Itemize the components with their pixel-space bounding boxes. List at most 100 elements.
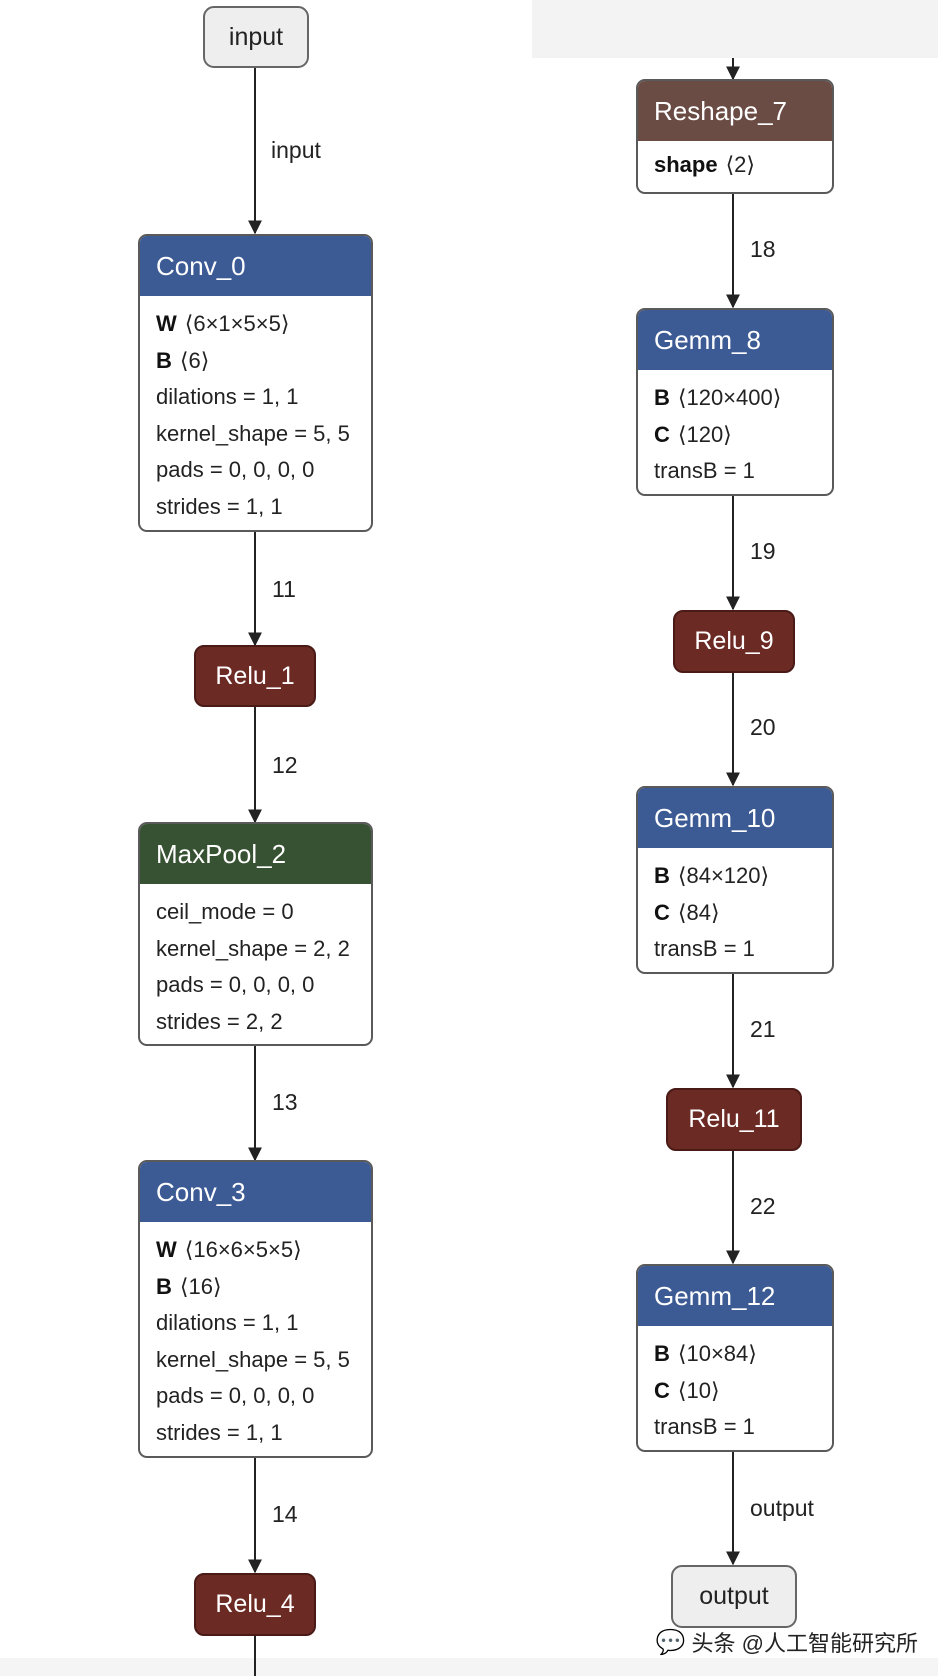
node-title: Conv_3 [140, 1162, 371, 1222]
attribute-value: ⟨10×84⟩ [677, 1341, 757, 1366]
attribute-value: strides = 1, 1 [156, 1419, 283, 1445]
bottom-strip [0, 1658, 938, 1676]
node-title: Gemm_8 [638, 310, 832, 370]
attribute-value: pads = 0, 0, 0, 0 [156, 972, 315, 997]
edge-label-13: 13 [272, 1089, 298, 1115]
attribute-row: dilations = 1, 1 [156, 1305, 371, 1342]
attribute-row: pads = 0, 0, 0, 0 [156, 452, 371, 489]
attribute-value: strides = 2, 2 [156, 1008, 283, 1034]
input-node[interactable]: input [203, 6, 309, 68]
attribute-key: C [654, 1377, 670, 1403]
attribute-row: B ⟨6⟩ [156, 343, 371, 380]
attribute-row: transB = 1 [654, 931, 832, 968]
attribute-value: kernel_shape = 2, 2 [156, 935, 350, 961]
watermark-text: 头条 @人工智能研究所 [691, 1631, 918, 1656]
attribute-row: kernel_shape = 5, 5 [156, 1342, 371, 1379]
node-relu-9[interactable]: Relu_9 [673, 610, 795, 673]
attribute-row: strides = 2, 2 [156, 1004, 371, 1041]
attribute-key: B [654, 1341, 670, 1366]
edge-label-19: 19 [750, 538, 776, 564]
edge-label-14: 14 [272, 1501, 298, 1527]
node-reshape-7[interactable]: Reshape_7 shape ⟨2⟩ [636, 79, 834, 194]
output-node[interactable]: output [671, 1565, 797, 1628]
node-title: Conv_0 [140, 236, 371, 296]
attribute-row: C ⟨120⟩ [654, 417, 832, 454]
node-conv-0[interactable]: Conv_0 W⟨6×1×5×5⟩ B ⟨6⟩ dilations = 1, 1 ker… [138, 234, 373, 532]
node-maxpool-2[interactable]: MaxPool_2 ceil_mode = 0 kernel_shape = 2,… [138, 822, 373, 1046]
attribute-key: B [156, 347, 172, 373]
edge-label-input: input [271, 137, 321, 163]
attribute-row: B ⟨16⟩ [156, 1269, 371, 1306]
node-relu-4[interactable]: Relu_4 [194, 1573, 316, 1636]
attribute-row: kernel_shape = 2, 2 [156, 931, 371, 968]
attribute-key: B [156, 1273, 172, 1299]
attribute-value: kernel_shape = 5, 5 [156, 420, 350, 446]
attribute-value: ⟨6×1×5×5⟩ [184, 311, 290, 336]
attribute-row: pads = 0, 0, 0, 0 [156, 967, 371, 1004]
attribute-value: dilations = 1, 1 [156, 1310, 299, 1335]
attribute-row: strides = 1, 1 [156, 489, 371, 526]
node-gemm-8[interactable]: Gemm_8 B⟨120×400⟩ C ⟨120⟩ transB = 1 [636, 308, 834, 496]
attribute-value: ⟨120×400⟩ [677, 385, 782, 410]
watermark: 💬 头条 @人工智能研究所 [656, 1626, 918, 1658]
attribute-value: ⟨84×120⟩ [677, 863, 770, 888]
attribute-value: transB = 1 [654, 458, 755, 483]
attribute-row: transB = 1 [654, 1409, 832, 1446]
edge-label-22: 22 [750, 1193, 776, 1219]
attribute-row: B ⟨10×84⟩ [654, 1336, 832, 1373]
attribute-key: shape [654, 152, 718, 177]
edge-label-output: output [750, 1495, 814, 1521]
attribute-key: W [156, 1237, 177, 1262]
node-attributes: ceil_mode = 0 kernel_shape = 2, 2 pads = 0… [140, 884, 371, 1044]
attribute-value: transB = 1 [654, 936, 755, 961]
attribute-value: ⟨2⟩ [725, 152, 755, 177]
node-gemm-12[interactable]: Gemm_12 B ⟨10×84⟩ C ⟨10⟩ transB = 1 [636, 1264, 834, 1452]
node-relu-11[interactable]: Relu_11 [666, 1088, 802, 1151]
node-attributes: W⟨6×1×5×5⟩ B ⟨6⟩ dilations = 1, 1 kernel_sha… [140, 296, 371, 530]
node-attributes: B ⟨10×84⟩ C ⟨10⟩ transB = 1 [638, 1326, 832, 1450]
attribute-row: W ⟨16×6×5×5⟩ [156, 1232, 371, 1269]
edge-label-12: 12 [272, 752, 298, 778]
attribute-row: transB = 1 [654, 453, 832, 490]
attribute-value: strides = 1, 1 [156, 493, 283, 519]
attribute-row: C ⟨10⟩ [654, 1373, 832, 1410]
attribute-row: strides = 1, 1 [156, 1415, 371, 1452]
edge-label-18: 18 [750, 236, 776, 262]
attribute-row: B⟨120×400⟩ [654, 380, 832, 417]
node-title: MaxPool_2 [140, 824, 371, 884]
attribute-value: kernel_shape = 5, 5 [156, 1346, 350, 1372]
node-attributes: B⟨120×400⟩ C ⟨120⟩ transB = 1 [638, 370, 832, 494]
attribute-row: W⟨6×1×5×5⟩ [156, 306, 371, 343]
node-conv-3[interactable]: Conv_3 W ⟨16×6×5×5⟩ B ⟨16⟩ dilations = 1, 1 k… [138, 1160, 373, 1458]
edge-label-21: 21 [750, 1016, 776, 1042]
attribute-row: ceil_mode = 0 [156, 894, 371, 931]
edge-label-11: 11 [272, 576, 296, 602]
attribute-row: B ⟨84×120⟩ [654, 858, 832, 895]
attribute-value: pads = 0, 0, 0, 0 [156, 1383, 315, 1408]
attribute-key: C [654, 899, 670, 925]
node-attributes: B ⟨84×120⟩ C ⟨84⟩ transB = 1 [638, 848, 832, 972]
attribute-value: pads = 0, 0, 0, 0 [156, 457, 315, 482]
attribute-value: ⟨6⟩ [179, 347, 210, 373]
attribute-value: dilations = 1, 1 [156, 384, 299, 409]
node-relu-1[interactable]: Relu_1 [194, 645, 316, 707]
top-right-panel [532, 0, 938, 58]
node-gemm-10[interactable]: Gemm_10 B ⟨84×120⟩ C ⟨84⟩ transB = 1 [636, 786, 834, 974]
chat-bubble-icon: 💬 [655, 1628, 686, 1656]
attribute-key: B [654, 863, 670, 888]
attribute-row: dilations = 1, 1 [156, 379, 371, 416]
attribute-value: ⟨16×6×5×5⟩ [184, 1237, 302, 1262]
attribute-value: ⟨10⟩ [677, 1377, 720, 1403]
attribute-row: kernel_shape = 5, 5 [156, 416, 371, 453]
attribute-key: C [654, 421, 670, 447]
attribute-value: transB = 1 [654, 1414, 755, 1439]
edge-label-20: 20 [750, 714, 776, 740]
node-title: Gemm_12 [638, 1266, 832, 1326]
attribute-value: ceil_mode = 0 [156, 899, 294, 924]
attribute-value: ⟨84⟩ [677, 899, 720, 925]
node-title: Gemm_10 [638, 788, 832, 848]
node-title: Reshape_7 [638, 81, 832, 141]
attribute-value: ⟨120⟩ [677, 421, 732, 447]
attribute-value: ⟨16⟩ [179, 1273, 222, 1299]
node-attributes: shape ⟨2⟩ [638, 141, 832, 190]
